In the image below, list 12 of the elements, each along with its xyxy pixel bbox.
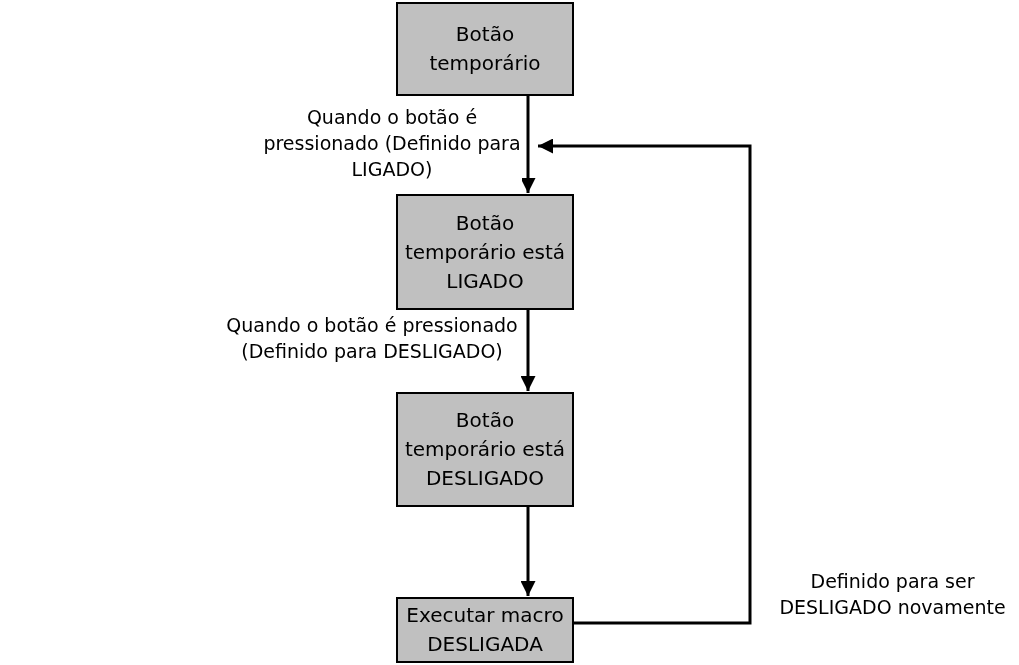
process-box: [396, 2, 574, 96]
process-box: [396, 597, 574, 663]
arrow: [538, 138, 752, 625]
box-text: Executar macro DESLIGADA: [405, 602, 565, 658]
arrow: [520, 96, 536, 193]
arrow: [520, 310, 536, 391]
box-text: Botão temporário está LIGADO: [403, 209, 567, 295]
process-box: [396, 194, 574, 310]
arrow: [520, 507, 536, 596]
box-text: Botão temporário: [428, 21, 542, 77]
box-text: Botão temporário está DESLIGADO: [403, 407, 567, 492]
process-box: [396, 392, 574, 507]
